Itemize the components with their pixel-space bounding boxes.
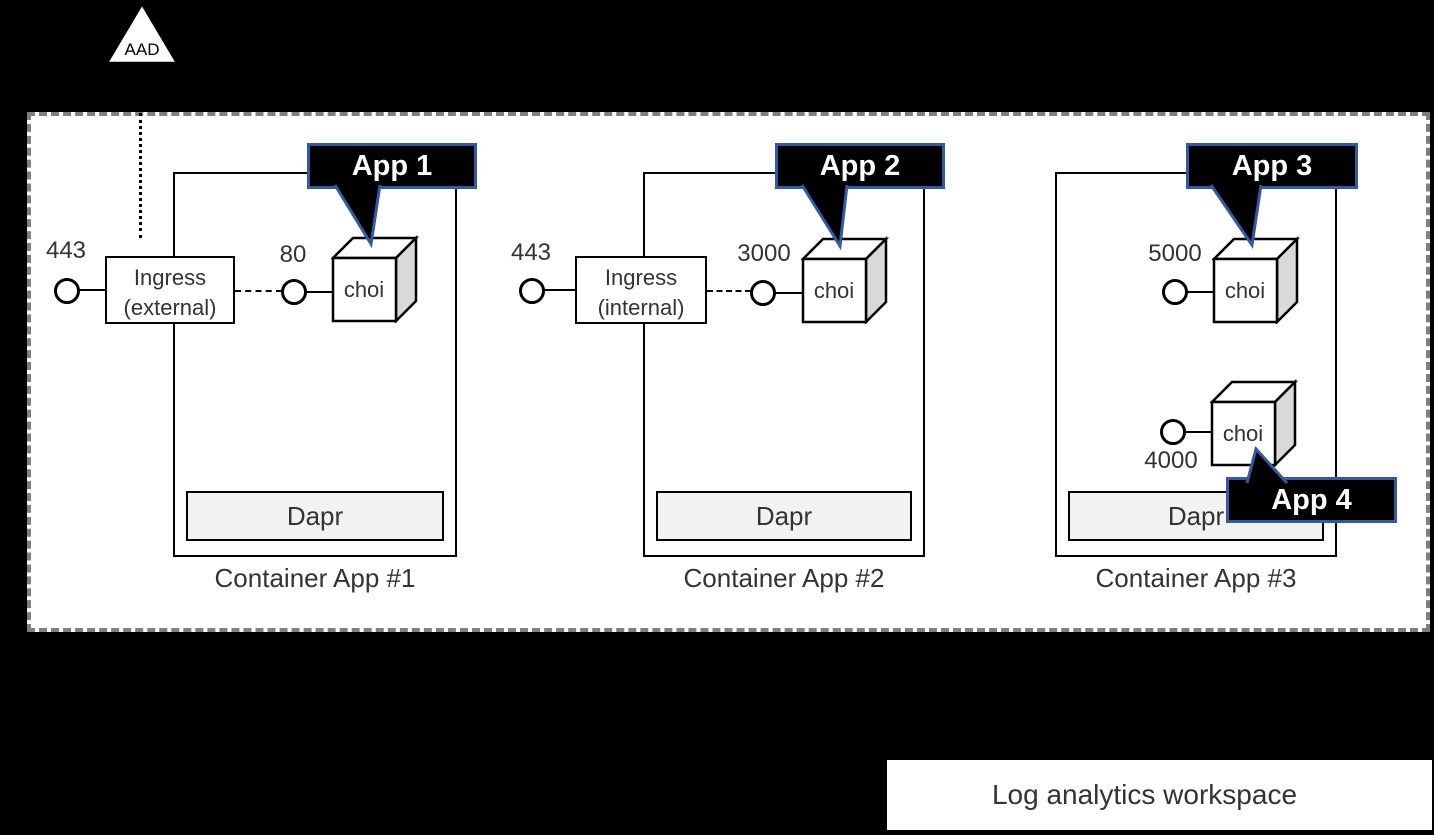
- container-app-2-label: Container App #2: [683, 563, 885, 593]
- app-2-callout-tail: [800, 184, 849, 251]
- app-1-callout-tail: [333, 184, 382, 249]
- port-circle-443-1: [54, 278, 80, 304]
- port-circle-443-2: [519, 278, 545, 304]
- port-circle-3000: [750, 280, 776, 306]
- port-circle-5000: [1162, 279, 1188, 305]
- app-1-callout: App 1: [307, 143, 477, 189]
- port-circle-80: [281, 279, 307, 305]
- connector-ingress1-port80: [235, 290, 282, 292]
- connector-port5000-cube3: [1185, 291, 1215, 293]
- app-cube-3-label: choi: [1225, 278, 1265, 303]
- connector-port80-cube1: [304, 291, 334, 293]
- port-circle-4000: [1160, 419, 1186, 445]
- connector-443-ingress-2: [542, 289, 576, 291]
- app-cube-2: choi: [801, 235, 889, 324]
- port-label-3000: 3000: [737, 240, 791, 267]
- dapr-sidecar-3: Dapr: [1068, 491, 1324, 541]
- connector-ingress2-port3000: [707, 290, 751, 292]
- port-label-4000: 4000: [1144, 447, 1198, 474]
- container-app-1-label: Container App #1: [214, 563, 416, 593]
- aad-label: AAD: [124, 40, 160, 59]
- port-label-80: 80: [279, 241, 307, 268]
- ingress-external-box: Ingress (external): [105, 256, 235, 324]
- connector-443-ingress-1: [76, 289, 107, 291]
- port-label-5000: 5000: [1148, 240, 1202, 267]
- azure-ad-icon: [104, 2, 180, 65]
- dapr-sidecar-1: Dapr: [186, 491, 444, 541]
- ingress-internal-line1: Ingress: [604, 265, 678, 290]
- app-cube-1: choi: [331, 234, 419, 323]
- app-4-callout-tail: [1245, 446, 1289, 485]
- app-2-callout: App 2: [775, 143, 945, 189]
- app-3-callout: App 3: [1186, 143, 1358, 189]
- app-3-callout-tail: [1209, 184, 1263, 249]
- port-label-443-2: 443: [510, 239, 552, 266]
- app-cube-4-label: choi: [1223, 421, 1263, 446]
- port-label-443-1: 443: [45, 237, 87, 264]
- app-4-callout: App 4: [1226, 477, 1397, 523]
- connector-port3000-cube2: [773, 292, 804, 294]
- app-cube-2-label: choi: [814, 278, 854, 303]
- connector-port4000-cube4: [1183, 431, 1213, 433]
- log-analytics-workspace-box: Log analytics workspace: [885, 758, 1434, 832]
- ingress-external-line1: Ingress: [133, 265, 207, 290]
- app-cube-3: choi: [1212, 235, 1300, 324]
- dapr-sidecar-2: Dapr: [656, 491, 912, 541]
- ingress-external-line2: (external): [123, 294, 217, 320]
- aad-dotted-connector: [139, 113, 142, 238]
- container-apps-environment-boundary: [27, 112, 1430, 632]
- container-app-3-label: Container App #3: [1095, 563, 1297, 593]
- ingress-internal-box: Ingress (internal): [575, 256, 707, 324]
- ingress-internal-line2: (internal): [597, 294, 685, 320]
- app-cube-4: choi: [1210, 378, 1298, 467]
- app-cube-1-label: choi: [344, 277, 384, 302]
